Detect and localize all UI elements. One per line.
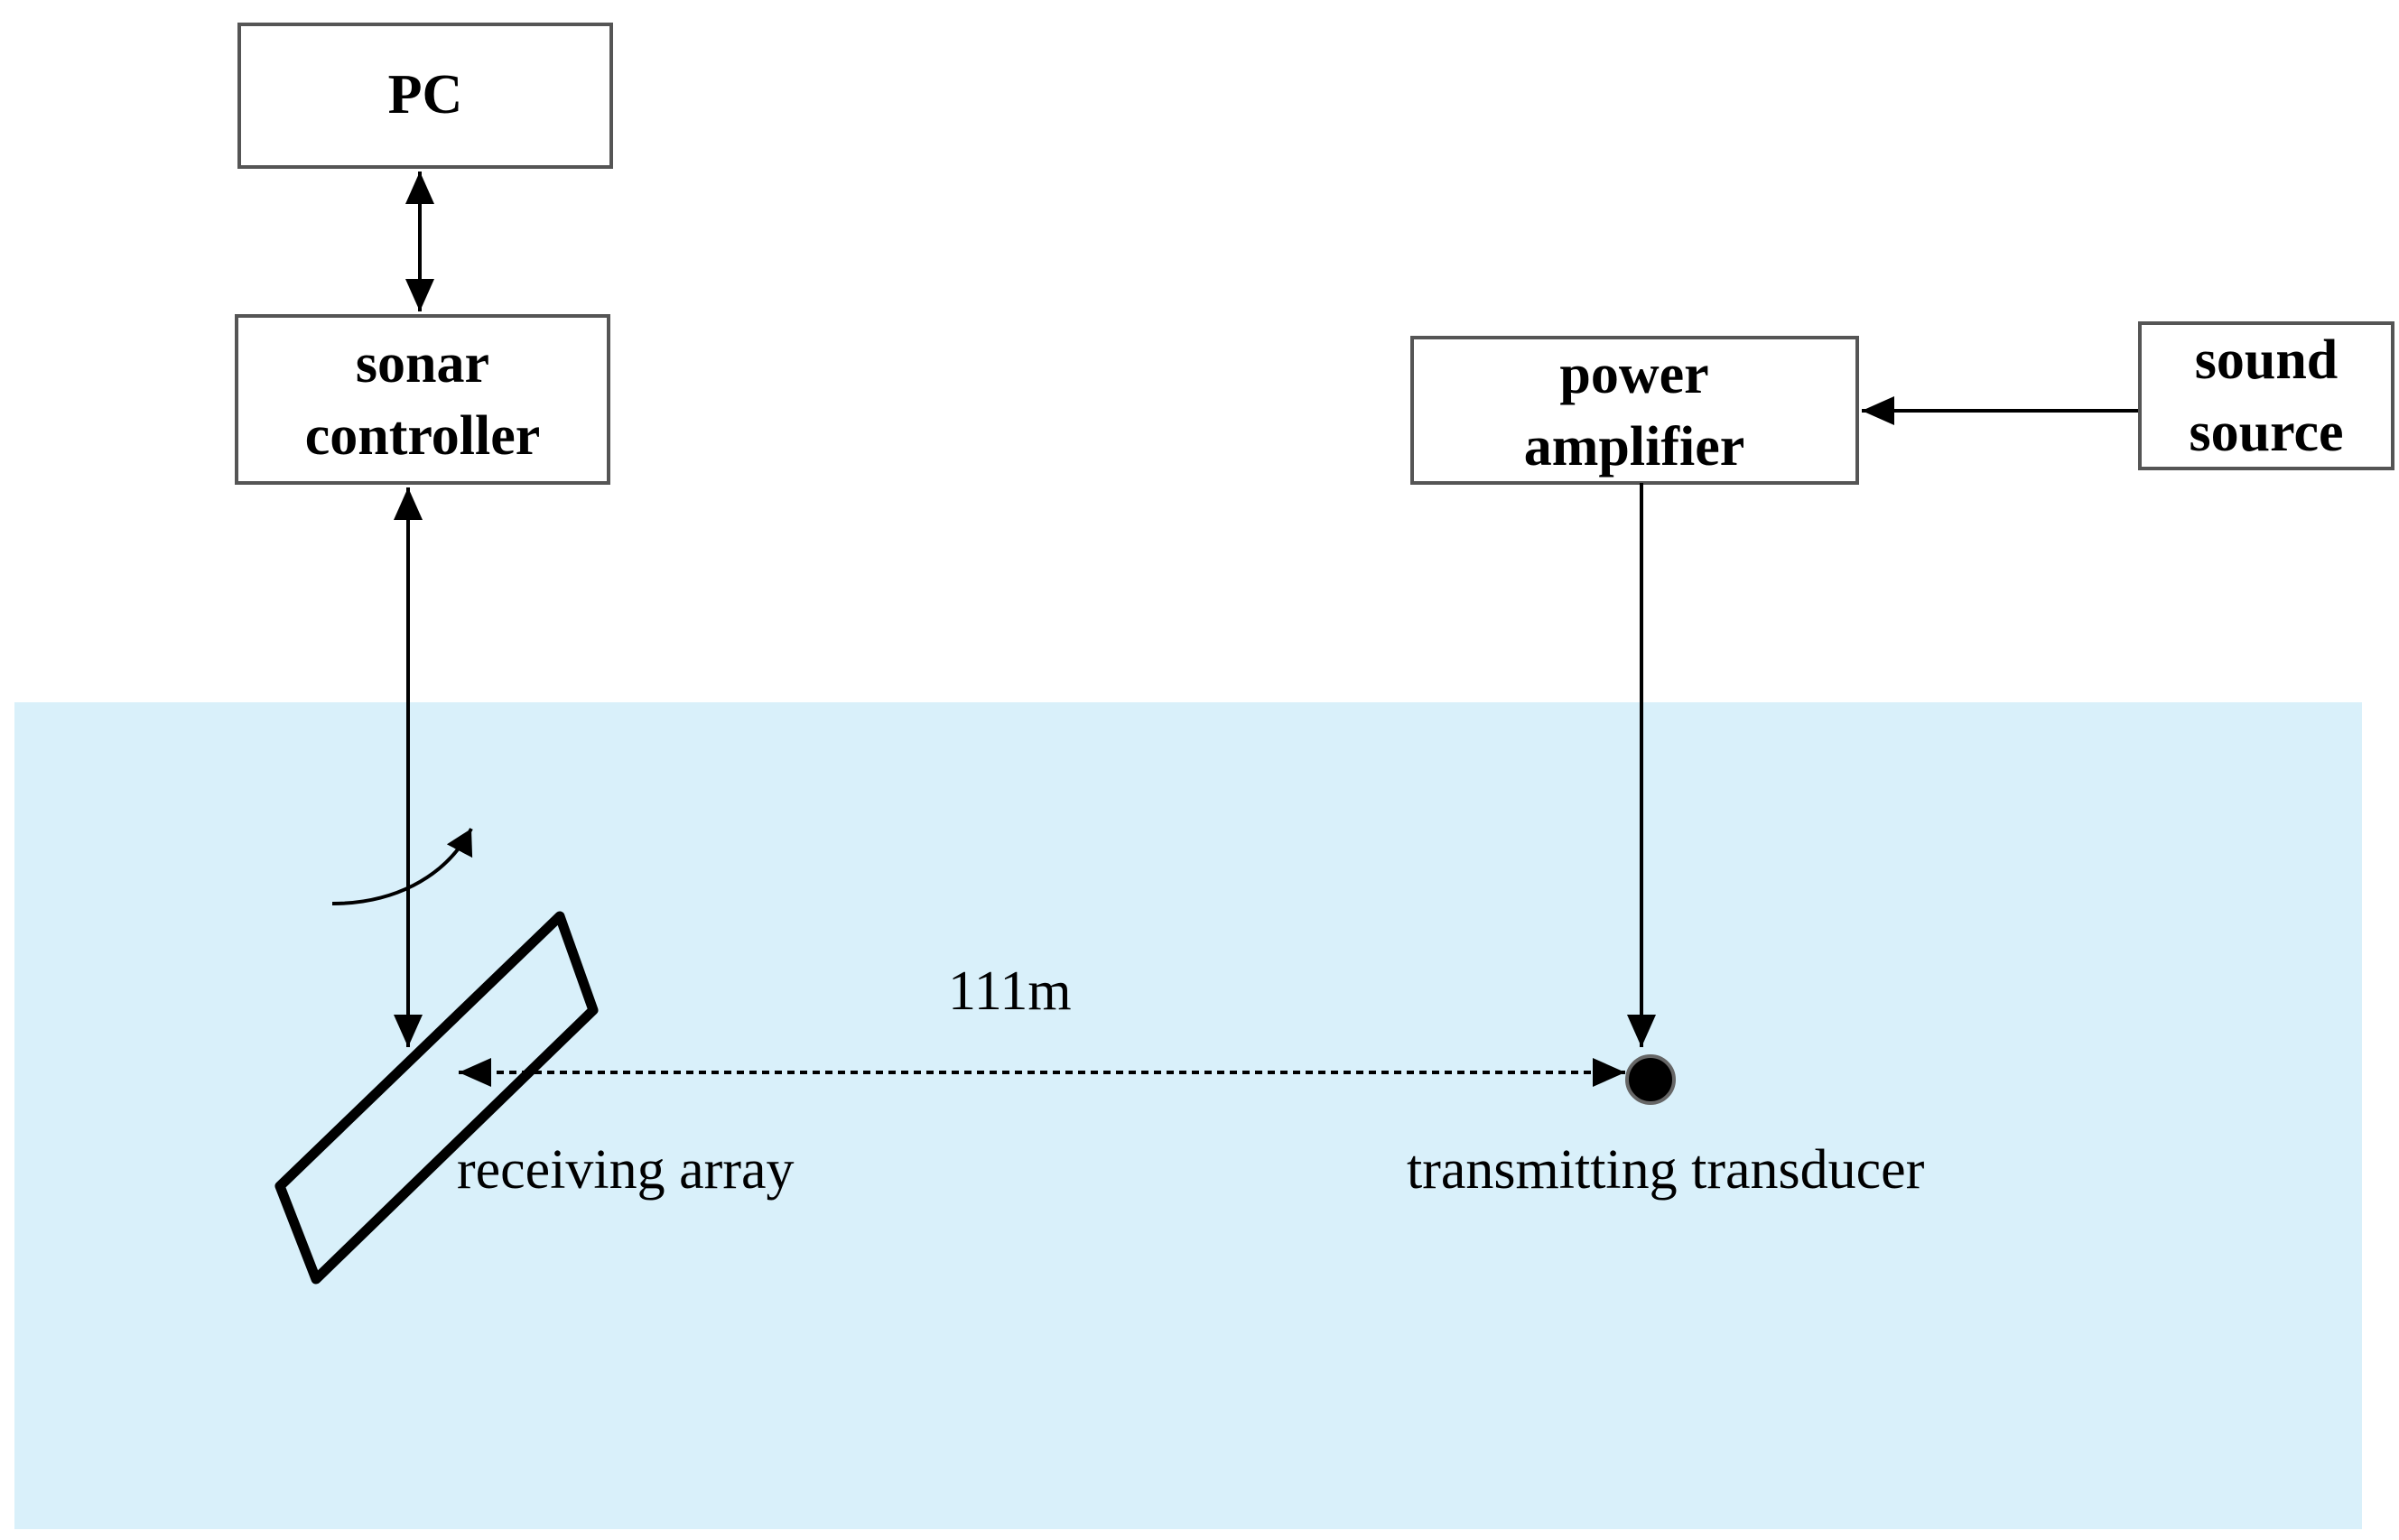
pc-box: PC <box>237 23 613 169</box>
receiving-array-label: receiving array <box>457 1139 794 1201</box>
sound-source-label-line1: sound <box>2195 329 2339 391</box>
transmitting-transducer-icon <box>1625 1054 1676 1105</box>
sonar-controller-box: sonar controller <box>235 314 610 485</box>
sonar-controller-label-line1: sonar <box>356 333 489 394</box>
pc-label: PC <box>388 64 463 125</box>
transmitting-transducer-label: transmitting transducer <box>1407 1139 1925 1201</box>
rotation-arrow-icon <box>331 828 473 905</box>
power-amplifier-label-line1: power <box>1559 344 1708 405</box>
sound-source-box: sound source <box>2138 321 2394 470</box>
water-region <box>14 702 2362 1529</box>
sonar-controller-label-line2: controller <box>305 405 541 467</box>
power-amplifier-box: power amplifier <box>1410 336 1859 485</box>
receiving-array <box>274 911 599 1285</box>
power-amplifier-label-line2: amplifier <box>1524 416 1745 478</box>
sound-source-label-line2: source <box>2189 402 2343 463</box>
distance-label: 111m <box>948 960 1072 1022</box>
